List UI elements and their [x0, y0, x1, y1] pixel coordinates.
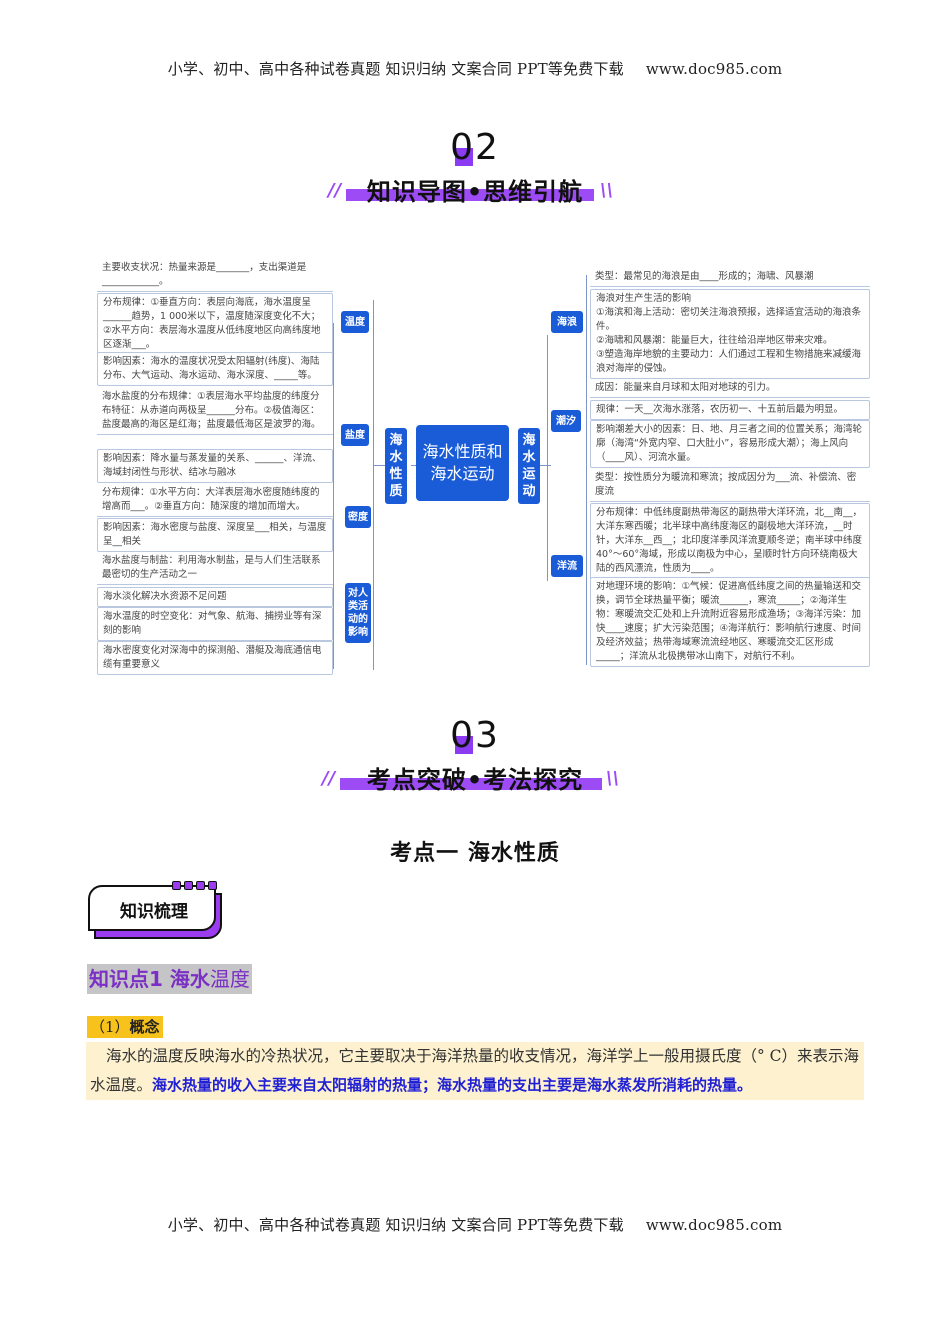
leaf-waves-impact: 海浪对生产生活的影响 ①海滨和海上活动：密切关注海浪预报，选择适宜活动的海浪条件…: [590, 289, 870, 379]
mind-map: 主要收支状况：热量来源是_______，支出渠道是____________。 分…: [95, 255, 875, 680]
leaf-temperature-distribution: 分布规律：①垂直方向：表层向海底，海水温度呈______趋势，1 000米以下，…: [97, 293, 333, 355]
paragraph-emphasis: 海水热量的收入主要来自太阳辐射的热量；海水热量的支出主要是海水蒸发所消耗的热量。: [152, 1076, 753, 1094]
footer-watermark-text: 小学、初中、高中各种试卷真题 知识归纳 文案合同 PPT等免费下载: [167, 1216, 624, 1234]
leaf-human-density: 海水密度变化对深海中的探测船、潜艇及海底通信电缆有重要意义: [97, 641, 333, 675]
leaf-density-factors: 影响因素：海水密度与盐度、深度呈___相关，与温度呈__相关: [97, 518, 333, 552]
slash-decoration-right: \\: [600, 180, 614, 201]
leaf-waves-type: 类型：最常见的海浪是由____形成的；海啸、风暴潮: [590, 268, 870, 287]
slash-decoration-left: //: [328, 180, 342, 201]
leaf-tides-factors: 影响潮差大小的因素：日、地、月三者之间的位置关系；海湾轮廓（海湾“外宽内窄、口大…: [590, 420, 870, 468]
connector-line: [333, 323, 334, 669]
connector-line: [586, 275, 587, 665]
title-underline-bar: [340, 778, 602, 790]
badge-face: 知识梳理: [88, 881, 217, 931]
subheading-label: 概念: [129, 1018, 160, 1036]
badge-label: 知识梳理: [120, 902, 188, 922]
section-title: 考点突破•考法探究: [366, 766, 584, 794]
leaf-currents-impact: 对地理环境的影响：①气候：促进高低纬度之间的热量输送和交换，调节全球热量平衡；暖…: [590, 577, 870, 667]
knowledge-point-title: 知识点1 海水温度: [87, 964, 252, 994]
subheading-number: （1）: [90, 1018, 130, 1036]
leaf-human-temperature: 海水温度的时空变化：对气象、航海、捕捞业等有深刻的影响: [97, 607, 333, 641]
leaf-tides-pattern: 规律：一天__次海水涨落，农历初一、十五前后最为明显。: [590, 400, 870, 420]
leaf-human-salt: 海水盐度与制盐：利用海水制盐，是与人们生活联系最密切的生产活动之一: [97, 552, 333, 585]
concept-paragraph: 海水的温度反映海水的冷热状况，它主要取决于海洋热量的收支情况，海洋学上一般用摄氏…: [86, 1042, 864, 1100]
leaf-salinity-distribution: 海水盐度的分布规律：①表层海水平均盐度的纬度分布特征：从赤道向两极呈______…: [97, 388, 333, 435]
paragraph-plain: 海水的温度反映海水的冷热状况，它主要取决于海洋热量的收支情况，海洋学上一般用摄氏…: [90, 1047, 860, 1094]
branch-seawater-movement[interactable]: 海水运动: [518, 428, 540, 504]
section-02-header: 02 知识导图•思维引航 // \\: [0, 128, 950, 218]
section-03-header: 03 考点突破•考法探究 // \\: [0, 716, 950, 806]
knowledge-point-title-bold: 知识点1 海水: [89, 967, 210, 991]
knowledge-point-title-light: 温度: [209, 967, 250, 991]
section-number: 03: [450, 715, 500, 756]
badge-binder-icon: [172, 881, 217, 890]
connector-line: [373, 300, 374, 670]
node-human-impact[interactable]: 对人类活动的影响: [345, 583, 371, 643]
leaf-density-distribution: 分布规律：①水平方向：大洋表层海水密度随纬度的增高而___。②垂直方向：随深度的…: [97, 484, 333, 517]
section-number-accent: [455, 148, 473, 166]
node-currents[interactable]: 洋流: [551, 555, 583, 577]
leaf-currents-distribution: 分布规律：中低纬度副热带海区的副热带大洋环流，北__南__，大洋东寒西暖；北半球…: [590, 503, 870, 579]
subheading-concept: （1）概念: [87, 1016, 163, 1038]
footer-watermark: 小学、初中、高中各种试卷真题 知识归纳 文案合同 PPT等免费下载 www.doc…: [0, 1214, 950, 1235]
section-number: 02: [450, 127, 500, 168]
node-salinity[interactable]: 盐度: [341, 424, 369, 446]
slash-decoration-right: \\: [606, 768, 620, 789]
header-watermark-url: www.doc985.com: [645, 60, 783, 78]
leaf-temperature-factors: 影响因素：海水的温度状况受太阳辐射(纬度)、海陆分布、大气运动、海水运动、海水深…: [97, 352, 333, 386]
title-underline-bar: [346, 189, 594, 201]
node-temperature[interactable]: 温度: [341, 311, 369, 333]
leaf-salinity-factors: 影响因素：降水量与蒸发量的关系、______、洋流、海域封闭性与形状、结冰与融冰: [97, 449, 333, 483]
topic-title: 考点一 海水性质: [390, 841, 560, 866]
connector-line: [539, 465, 551, 466]
node-tides[interactable]: 潮汐: [551, 410, 581, 432]
slash-decoration-left: //: [322, 768, 336, 789]
connector-line: [547, 335, 548, 581]
leaf-temperature-budget: 主要收支状况：热量来源是_______，支出渠道是____________。: [97, 259, 333, 292]
header-watermark: 小学、初中、高中各种试卷真题 知识归纳 文案合同 PPT等免费下载 www.doc…: [0, 58, 950, 79]
footer-watermark-url: www.doc985.com: [645, 1216, 783, 1234]
leaf-human-desalination: 海水淡化解决水资源不足问题: [97, 587, 333, 607]
connector-line: [373, 465, 385, 466]
header-watermark-text: 小学、初中、高中各种试卷真题 知识归纳 文案合同 PPT等免费下载: [167, 60, 624, 78]
branch-seawater-properties[interactable]: 海水性质: [385, 428, 407, 504]
node-waves[interactable]: 海浪: [551, 311, 583, 333]
node-density[interactable]: 密度: [345, 506, 371, 528]
central-topic[interactable]: 海水性质和海水运动: [416, 425, 509, 501]
knowledge-review-badge: 知识梳理: [88, 881, 228, 941]
section-number-accent: [455, 736, 473, 754]
section-title: 知识导图•思维引航: [366, 178, 584, 206]
leaf-currents-type: 类型：按性质分为暖流和寒流；按成因分为___流、补偿流、密度流: [590, 469, 870, 502]
leaf-tides-cause: 成因：能量来自月球和太阳对地球的引力。: [590, 379, 870, 398]
